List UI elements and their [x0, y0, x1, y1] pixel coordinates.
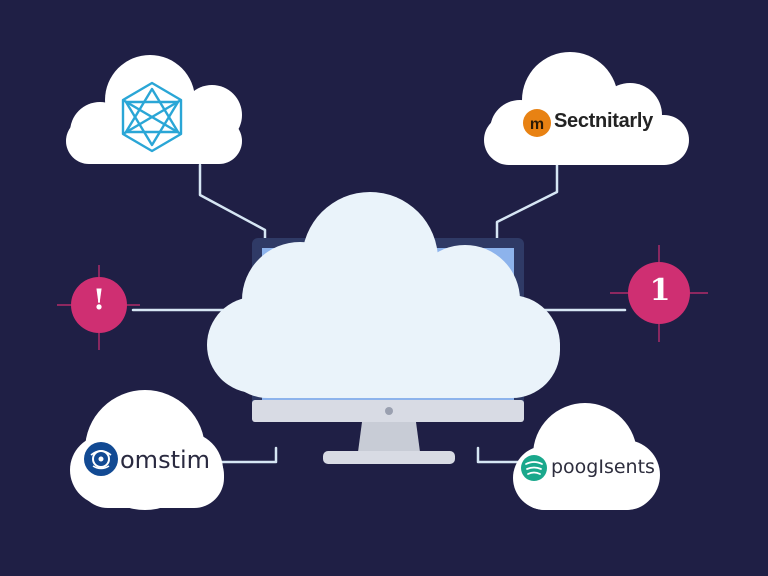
alert-left-symbol: ! [92, 283, 106, 316]
alert-right-symbol: 1 [649, 273, 671, 308]
brand-label-sectnitarly: Sectnitarly [554, 110, 653, 132]
central-cloud [207, 192, 560, 398]
omstim-logo-icon [84, 442, 118, 476]
monitor-stand [358, 422, 420, 452]
connector-bottom-left [220, 446, 278, 464]
connector-top-right [495, 163, 559, 242]
alert-exclamation-icon [57, 265, 140, 350]
cloud-top-right [484, 52, 689, 165]
monitor-base [323, 451, 455, 464]
brand-label-poogisents: poogIsents [551, 456, 655, 478]
cloud-bottom-right [513, 403, 660, 510]
spotify-like-icon [521, 455, 547, 481]
network-hexagon-icon [121, 81, 183, 153]
brand-label-omstim: omstim [120, 446, 211, 474]
svg-text:m: m [530, 116, 544, 133]
monitor-power-dot [385, 407, 393, 415]
orange-circle-m-icon: m [523, 109, 551, 137]
cloud-top-left [66, 55, 242, 164]
connector-top-left [198, 163, 267, 247]
alert-number-icon [610, 245, 708, 342]
